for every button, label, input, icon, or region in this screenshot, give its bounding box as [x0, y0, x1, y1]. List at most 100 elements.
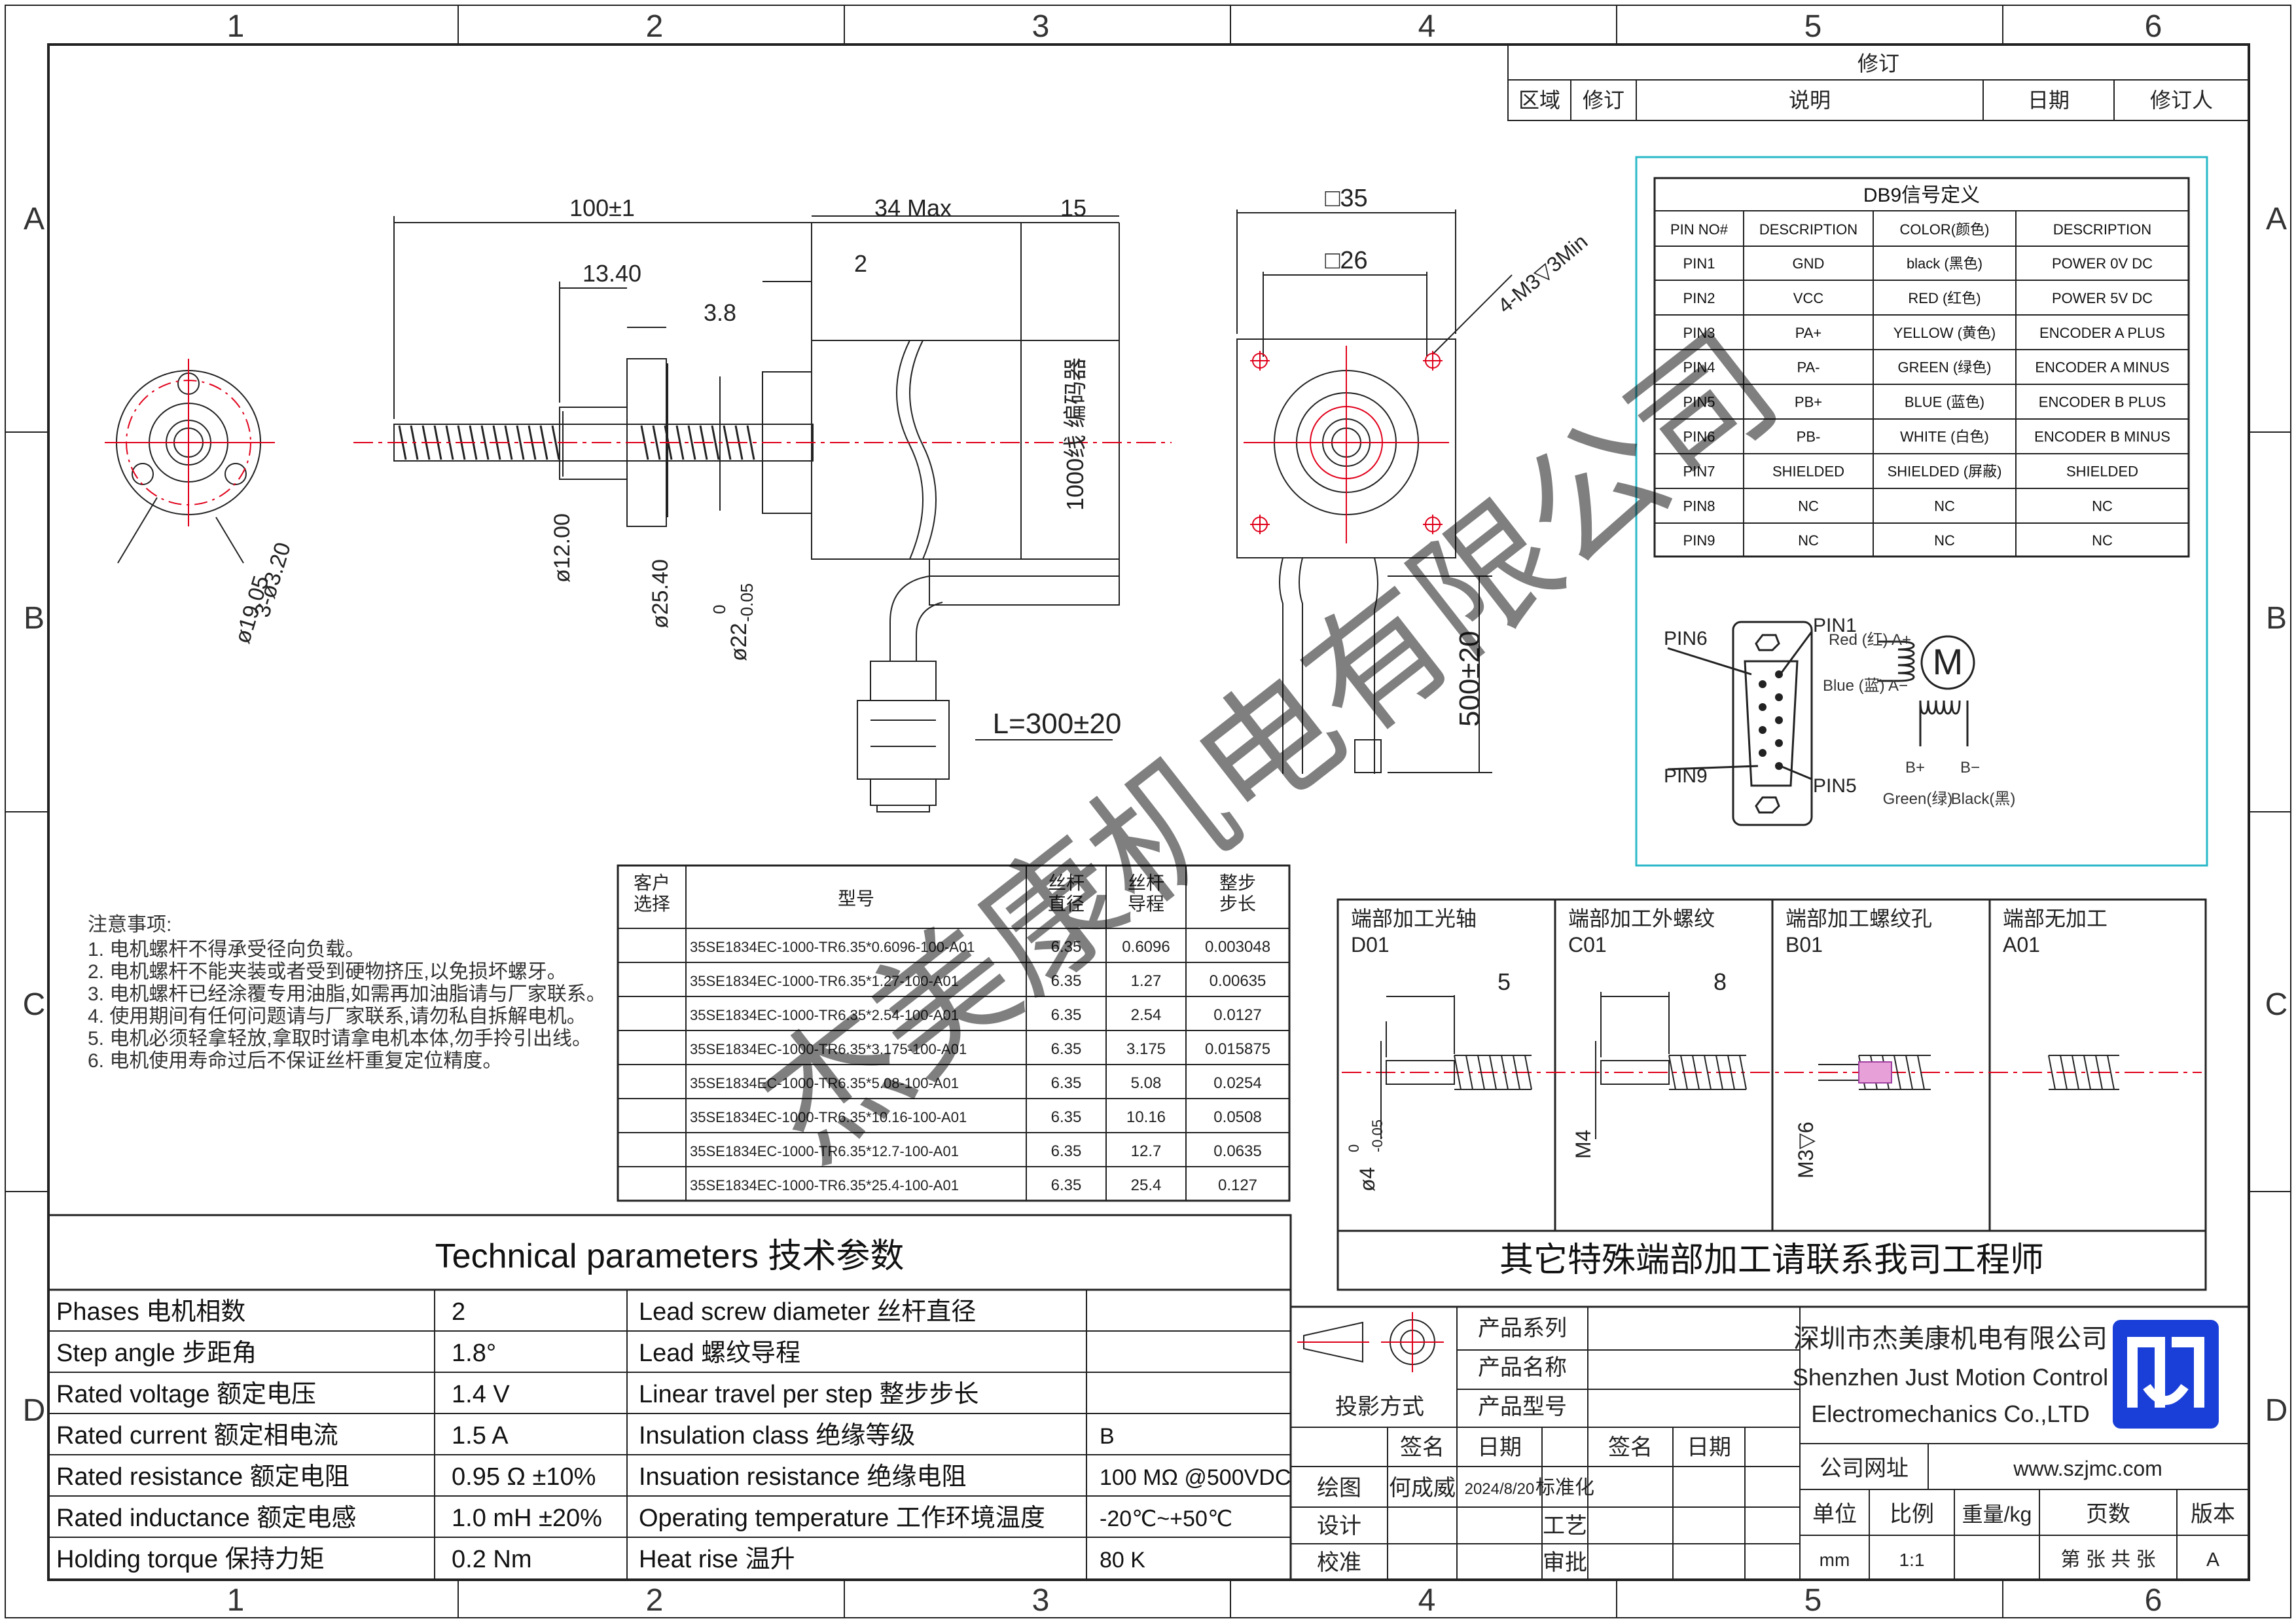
model-cell: 12.7: [1131, 1142, 1162, 1160]
end-c01-code: C01: [1568, 933, 1607, 957]
zone-row-a-right: A: [2266, 202, 2287, 236]
tb-company-en-1: Shenzhen Just Motion Control: [1793, 1364, 2108, 1391]
db9-pin9-label: PIN9: [1664, 765, 1708, 787]
db9-cell: POWER 5V DC: [2052, 290, 2153, 306]
tb-scale: 比例: [1890, 1502, 1934, 1527]
db9-cell: BLUE (蓝色): [1905, 394, 1984, 410]
db9-cell: PIN6: [1683, 429, 1715, 445]
tb-pages: 页数: [2086, 1502, 2130, 1527]
db9-cell: PIN4: [1683, 359, 1715, 376]
db9-cell: POWER 0V DC: [2052, 255, 2153, 272]
model-cell: 35SE1834EC-1000-TR6.35*0.6096-100-A01: [690, 939, 975, 955]
model-cell: 0.0635: [1213, 1142, 1261, 1160]
zone-col-3-bottom: 3: [1032, 1583, 1050, 1618]
zone-col-5-bottom: 5: [1804, 1583, 1822, 1618]
tech-cell: Rated inductance 额定电感: [56, 1504, 356, 1532]
db9-cell: NC: [2092, 532, 2113, 549]
tb-approve: 审批: [1543, 1550, 1587, 1575]
zone-col-2-bottom: 2: [646, 1583, 664, 1618]
db9-cell: PA-: [1797, 359, 1820, 376]
db9-cell: VCC: [1793, 290, 1824, 306]
revision-col-desc: 说明: [1789, 88, 1831, 112]
model-cell: 0.0254: [1213, 1074, 1261, 1092]
zone-ticks: [5, 5, 2291, 1618]
db9-cell: PB-: [1797, 429, 1821, 445]
model-cell: 6.35: [1051, 1040, 1082, 1058]
db9-pin6-label: PIN6: [1664, 628, 1708, 649]
model-cell: 1.27: [1131, 972, 1162, 990]
zone-row-b: B: [24, 601, 45, 636]
zone-col-6-bottom: 6: [2145, 1583, 2162, 1618]
db9-cell: RED (红色): [1908, 290, 1981, 306]
tb-date-2: 日期: [1687, 1435, 1731, 1460]
tech-cell: Rated current 额定相电流: [56, 1422, 338, 1450]
tb-website: www.szjmc.com: [2013, 1457, 2162, 1480]
model-cell: 10.16: [1126, 1108, 1166, 1126]
tb-product-name: 产品名称: [1478, 1355, 1567, 1380]
tech-cell: Lead screw diameter 丝杆直径: [639, 1298, 976, 1326]
model-cell: 35SE1834EC-1000-TR6.35*5.08-100-A01: [690, 1075, 959, 1091]
tb-drawn: 绘图: [1317, 1476, 1361, 1501]
model-col-lead: 丝杆导程: [1128, 873, 1164, 914]
end-d01-side: ø4: [1355, 1167, 1379, 1192]
model-table: 客户选择 型号 丝杆直径 丝杆导程 整步步长 35SE1834EC-1000-T…: [617, 864, 1291, 1202]
tb-pages-value: 第 张 共 张: [2060, 1549, 2155, 1571]
dim-flange-dia: ø25.40: [648, 559, 673, 629]
dim-boss-tol-dn: -0.05: [737, 583, 757, 622]
tech-cell: 2: [452, 1298, 465, 1326]
tb-process: 工艺: [1543, 1514, 1587, 1539]
model-cell: 35SE1834EC-1000-TR6.35*1.27-100-A01: [690, 973, 959, 989]
tb-standard: 标准化: [1535, 1477, 1594, 1499]
db9-cell: PB+: [1795, 394, 1822, 410]
db9-cell: ENCODER A MINUS: [2035, 359, 2169, 376]
coil-green-label: Green(绿): [1883, 790, 1953, 808]
tb-unit: 单位: [1812, 1502, 1857, 1527]
note-6: 6. 电机使用寿命过后不保证丝杆重复定位精度。: [88, 1050, 502, 1072]
tech-cell: 80 K: [1100, 1548, 1145, 1573]
revision-table: 修订 区域 修订 说明 日期 修订人: [1507, 44, 2250, 121]
db9-header-3: DESCRIPTION: [2053, 221, 2151, 238]
tb-sign-2: 签名: [1608, 1435, 1653, 1460]
end-d01-code: D01: [1351, 933, 1390, 957]
end-d01-tol-dn: -0.05: [1369, 1120, 1386, 1152]
model-cell: 6.35: [1051, 1074, 1082, 1092]
db9-cell: black (黑色): [1907, 255, 1982, 272]
note-1: 1. 电机螺杆不得承受径向负载。: [88, 939, 365, 960]
tb-check: 校准: [1317, 1550, 1361, 1575]
tech-cell: Lead 螺纹导程: [639, 1340, 800, 1367]
model-cell: 6.35: [1051, 938, 1082, 956]
model-col-dia: 丝杆直径: [1048, 873, 1085, 914]
end-b01-code: B01: [1785, 933, 1823, 957]
end-a01-title: 端部无加工: [2003, 907, 2108, 930]
model-cell: 6.35: [1051, 1142, 1082, 1160]
zone-col-1-bottom: 1: [227, 1583, 245, 1618]
model-cell: 6.35: [1051, 1006, 1082, 1024]
db9-cell: PIN3: [1683, 325, 1715, 341]
model-cell: 3.175: [1126, 1040, 1166, 1058]
zone-col-3: 3: [1032, 9, 1050, 44]
model-cell: 6.35: [1051, 1108, 1082, 1126]
tb-product-model: 产品型号: [1478, 1395, 1567, 1419]
end-processing: 端部加工光轴 D01 端部加工外螺纹 C01 端部加工螺纹孔 B01 端部无加工…: [1336, 898, 2207, 1291]
db9-cell: GREEN (绿色): [1897, 359, 1991, 376]
db9-cell: PA+: [1795, 325, 1822, 341]
end-d01-title: 端部加工光轴: [1351, 907, 1477, 930]
dim-step: 2: [854, 250, 867, 277]
tech-cell: Rated resistance 额定电阻: [56, 1463, 350, 1491]
tech-cell: Step angle 步距角: [56, 1340, 257, 1367]
zone-row-b-right: B: [2266, 601, 2287, 636]
model-cell: 35SE1834EC-1000-TR6.35*3.175-100-A01: [690, 1041, 967, 1057]
motor-side-view: 100±1 34 Max 15 13.40 3.8 2 L=300±20 ø12…: [353, 194, 1172, 812]
coil-b-minus-label: B−: [1960, 759, 1980, 776]
tech-cell: 0.95 Ω ±10%: [452, 1463, 596, 1491]
db9-cell: SHIELDED: [2066, 463, 2138, 479]
revision-col-zone: 区域: [1518, 88, 1560, 112]
db9-cell: SHIELDED (屏蔽): [1888, 463, 2002, 479]
front-inner-size: □26: [1325, 247, 1367, 274]
encoder-label: 1000线 编码器: [1062, 357, 1088, 511]
model-col-model: 型号: [838, 888, 874, 909]
db9-cell: PIN2: [1683, 290, 1715, 306]
model-cell: 5.08: [1131, 1074, 1162, 1092]
flange-end-view: 3-ø3.20 ø19.05: [105, 359, 296, 646]
